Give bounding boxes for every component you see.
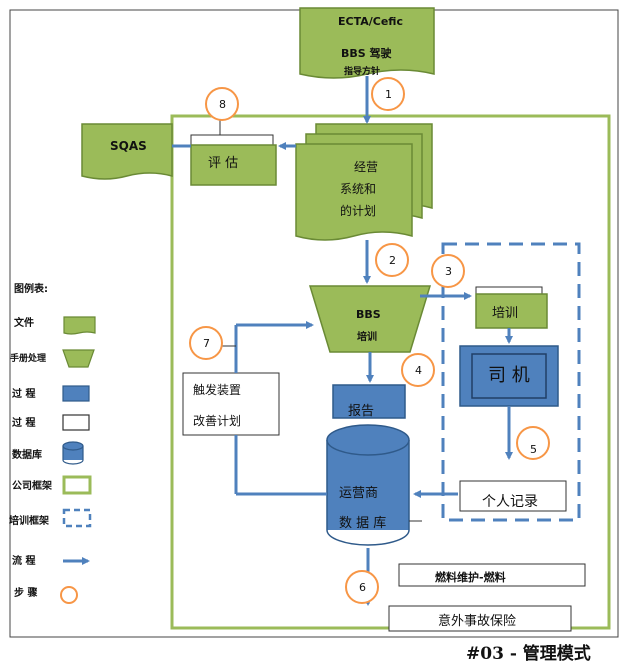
legend-label-process-blue: 过 程 — [12, 389, 36, 400]
plan-line1: 经营 — [354, 160, 379, 174]
database-line2: 数 据 库 — [339, 516, 387, 531]
step-circle-5 — [516, 426, 550, 460]
ecta-guidelines: 指导方针 — [344, 67, 381, 77]
step-number-4: 4 — [415, 364, 422, 377]
step-circle-4 — [401, 353, 435, 387]
bbs-label: BBS — [356, 308, 381, 321]
legend-title: 图例表: — [14, 284, 48, 295]
legend-label-database: 数据库 — [12, 450, 42, 461]
legend-database-sides — [62, 446, 84, 465]
personal-record-label: 个人记录 — [482, 494, 538, 510]
legend-process-white-icon — [62, 414, 90, 431]
legend-label-company-frame: 公司框架 — [12, 481, 52, 492]
sqas-document-shape — [81, 123, 173, 180]
legend-label-training-frame: 培训框架 — [9, 516, 49, 527]
legend-label-step: 步 骤 — [14, 588, 38, 599]
driver-label: 司 机 — [488, 365, 530, 386]
evaluation-label: 评 估 — [208, 156, 239, 171]
page-caption: #03 - 管理模式 — [466, 644, 591, 664]
plan-doc-front — [295, 143, 413, 241]
ecta-title: ECTA/Cefic — [338, 15, 403, 28]
step-circle-1 — [371, 77, 405, 111]
report-label: 报告 — [348, 404, 375, 419]
step-circle-8 — [205, 87, 239, 121]
trigger-line1: 触发装置 — [193, 383, 242, 397]
training-frame — [441, 242, 581, 522]
trigger-box — [182, 372, 280, 436]
legend-document-icon — [63, 316, 96, 335]
step-number-8: 8 — [219, 98, 226, 111]
legend-label-flow: 流 程 — [12, 556, 36, 567]
step-number-5: 5 — [530, 443, 537, 456]
legend-label-manual: 手册处理 — [10, 354, 47, 364]
legend-company-frame-icon — [62, 475, 92, 495]
step-number-2: 2 — [389, 254, 396, 267]
database-top — [326, 424, 410, 456]
database-sides — [326, 440, 410, 546]
legend-label-document: 文件 — [14, 318, 34, 329]
driver-box-inner — [471, 353, 547, 399]
ecta-subtitle: BBS 驾驶 — [341, 47, 392, 60]
step-number-7: 7 — [203, 337, 210, 350]
step-circle-7 — [189, 326, 223, 360]
evaluation-tab — [190, 134, 274, 146]
training-box — [475, 293, 548, 329]
trigger-line2: 改善计划 — [193, 414, 242, 428]
training-label: 培训 — [492, 306, 519, 321]
personal-record-box — [459, 480, 567, 512]
legend-training-frame-icon — [62, 508, 92, 528]
evaluation-box — [190, 144, 277, 186]
plan-line2: 系统和 — [340, 182, 377, 196]
step-circle-2 — [375, 243, 409, 277]
fuel-label: 燃料维护-燃料 — [435, 571, 506, 584]
step-circle-6 — [345, 570, 379, 604]
legend-manual-icon — [62, 349, 95, 368]
legend-database-top — [62, 441, 84, 451]
legend-step-icon — [60, 586, 78, 604]
step-number-6: 6 — [359, 581, 366, 594]
legend-label-process-white: 过 程 — [12, 418, 36, 429]
legend-process-blue-icon — [62, 385, 90, 402]
plan-line3: 的计划 — [340, 204, 377, 218]
bbs-training-trapezoid — [308, 285, 432, 353]
insurance-label: 意外事故保险 — [438, 614, 517, 629]
ecta-document-shape — [299, 7, 435, 79]
bbs-training-label: 培训 — [357, 332, 377, 343]
driver-box-outer — [459, 345, 559, 407]
database-line1: 运营商 — [339, 486, 379, 501]
step-circle-3 — [431, 254, 465, 288]
step-number-1: 1 — [385, 88, 392, 101]
sqas-label: SQAS — [110, 139, 147, 153]
insurance-box — [388, 605, 572, 632]
report-box — [332, 384, 406, 419]
step-number-3: 3 — [445, 265, 452, 278]
fuel-box — [398, 563, 586, 587]
